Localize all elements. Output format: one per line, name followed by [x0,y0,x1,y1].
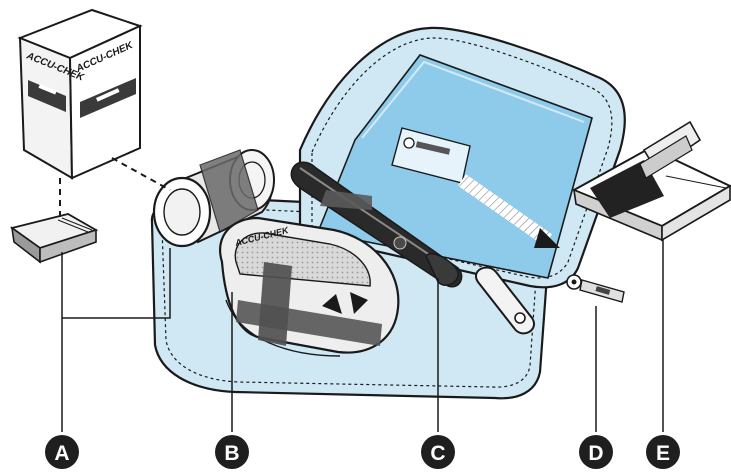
test-strip-box: ACCU-CHEK ACCU-CHEK [20,10,140,178]
loose-test-strip-drum [12,214,96,262]
callout-c: C [421,435,455,469]
callout-d-letter: D [588,442,603,465]
callout-a-letter: A [54,442,69,465]
callout-c-letter: C [430,442,445,465]
callout-a: A [45,435,79,469]
callout-e-letter: E [656,442,670,465]
callout-b: B [215,435,249,469]
callout-e: E [646,435,680,469]
callout-d: D [579,435,613,469]
loose-lancet [567,275,624,302]
callout-b-letter: B [224,442,239,465]
